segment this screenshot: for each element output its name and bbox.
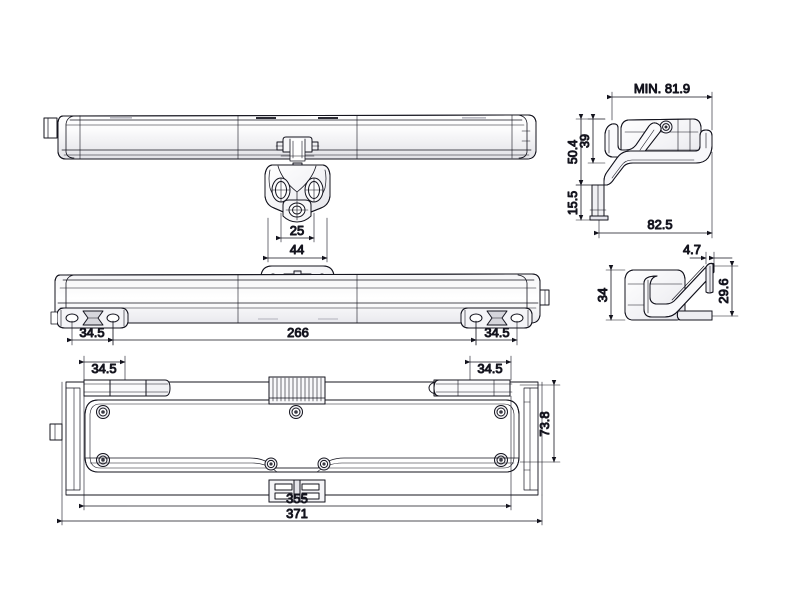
dimension-355: 355 [78, 395, 512, 511]
dimension-266-label: 266 [287, 325, 309, 340]
dimension-34-5-bottom-right-label: 34.5 [477, 361, 502, 376]
plate-screw [264, 457, 278, 471]
dimension-15-5: 15.5 [566, 179, 605, 221]
dimension-44: 44 [262, 217, 328, 263]
plate-screw [494, 453, 508, 467]
dimension-371: 371 [56, 494, 543, 526]
side-view-clamp-arm [604, 122, 662, 158]
dimension-39: 39 [578, 113, 606, 164]
dimension-44-label: 44 [290, 242, 304, 257]
dimension-29-6: 29.6 [711, 260, 739, 317]
dimension-73-8-label: 73.8 [537, 411, 552, 436]
dimension-50-4-label: 50.4 [566, 140, 580, 164]
front-view-right-foot [460, 307, 533, 329]
dimension-29-6-label: 29.6 [716, 278, 731, 303]
bottom-view-knurled-knob [268, 376, 326, 405]
dimension-15-5-label: 15.5 [566, 191, 580, 215]
plate-screw [317, 457, 331, 471]
dimension-min-81-9: MIN. 81.9 [606, 81, 713, 131]
dimension-34-label: 34 [595, 288, 610, 302]
dimension-34-5-bottom-left-label: 34.5 [91, 361, 116, 376]
bottom-view: 34.5 34.5 73.8 355 371 [49, 355, 561, 526]
bottom-view-right-rail [428, 379, 513, 397]
right-side-view: MIN. 81.9 39 50.4 15.5 82.5 [566, 81, 713, 239]
top-view-left-tab [43, 117, 58, 139]
dimension-355-label: 355 [286, 491, 308, 506]
plate-screw [96, 453, 110, 467]
top-view-swivel-clamp [264, 136, 331, 223]
front-view-mirror-bar [54, 273, 550, 324]
dimension-25: 25 [275, 212, 315, 243]
front-view: 34.5 266 34.5 [50, 265, 550, 346]
dimension-25-label: 25 [290, 223, 304, 238]
dimension-50-4: 50.4 [566, 113, 606, 186]
side-view-lower-bracket [589, 129, 713, 221]
dimension-34-5-front-right-label: 34.5 [484, 325, 509, 340]
plate-screw [96, 405, 110, 419]
dimension-min-81-9-label: MIN. 81.9 [634, 81, 690, 96]
plate-screw [289, 405, 303, 419]
dimension-34-5-bottom-left: 34.5 [78, 355, 126, 381]
right-end-view: 4.7 34 29.6 [595, 242, 739, 321]
dimension-34-5-front-left-label: 34.5 [79, 325, 104, 340]
bottom-view-housing [49, 381, 543, 496]
top-view: 25 44 [43, 114, 537, 263]
dimension-34-5-front-right: 34.5 [470, 320, 518, 346]
dimension-82-5: 82.5 [593, 151, 713, 239]
dimension-73-8: 73.8 [519, 379, 561, 463]
dimension-34: 34 [595, 264, 626, 321]
dimension-82-5-label: 82.5 [647, 217, 672, 232]
dimension-371-label: 371 [286, 506, 308, 521]
dimension-4-7: 4.7 [682, 242, 733, 265]
dimension-4-7-label: 4.7 [683, 242, 701, 257]
front-view-left-foot [50, 307, 129, 329]
plate-screw [494, 405, 508, 419]
bottom-view-left-rail [83, 379, 171, 397]
dimension-266: 266 [107, 320, 477, 346]
dimension-39-label: 39 [578, 134, 592, 148]
bottom-view-center-clip [268, 479, 326, 503]
bottom-view-mirror-plate [84, 399, 520, 473]
end-view-hook-arm [643, 262, 715, 321]
dimension-34-5-bottom-right: 34.5 [464, 355, 512, 381]
